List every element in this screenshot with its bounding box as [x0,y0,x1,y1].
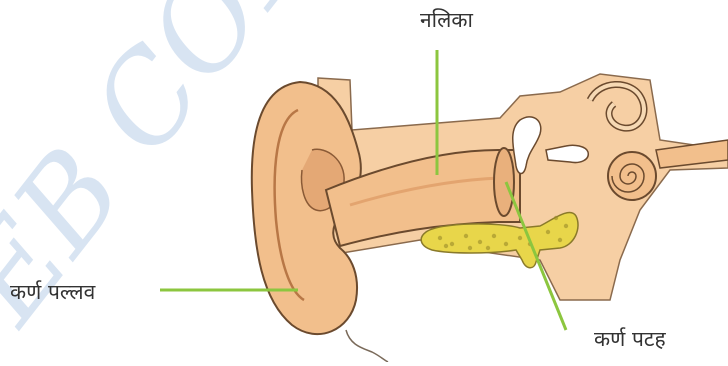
gland-dot [486,246,490,250]
gland-dot [444,244,448,248]
gland-dot [438,236,442,240]
gland-dot [492,234,496,238]
label-ear-canal: नलिका [420,10,473,31]
cochlea-outer [608,152,656,200]
gland-dot [450,242,454,246]
gland-dot [554,216,558,220]
gland-dot [478,240,482,244]
label-pinna: कर्ण पल्लव [10,282,95,303]
gland-dot [464,234,468,238]
gland-dot [468,246,472,250]
eardrum [494,148,514,216]
earring-cord [346,330,388,362]
gland-dot [564,224,568,228]
gland-dot [518,236,522,240]
gland-dot [504,242,508,246]
gland-dot [546,230,550,234]
label-eardrum: कर्ण पटह [594,329,666,350]
gland-dot [558,238,562,242]
